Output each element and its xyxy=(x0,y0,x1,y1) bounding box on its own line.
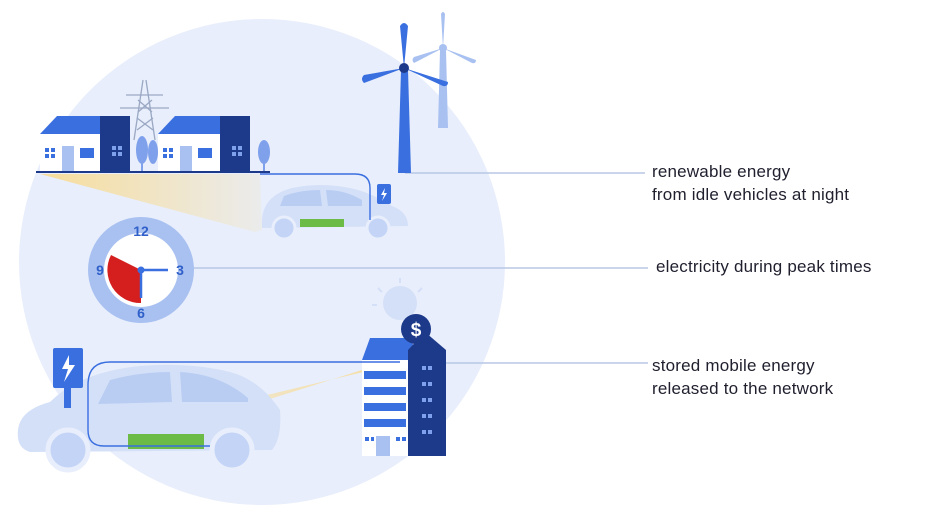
car-icon xyxy=(260,173,408,241)
label-renewable-line1: renewable energy xyxy=(652,162,791,181)
clock-label-6: 6 xyxy=(137,305,145,321)
connector-lines xyxy=(145,172,648,364)
house-icon xyxy=(36,116,270,173)
car-icon xyxy=(17,361,400,473)
svg-text:$: $ xyxy=(411,320,422,341)
label-peak-line1: electricity during peak times xyxy=(656,257,872,276)
label-stored: stored mobile energy released to the net… xyxy=(652,354,833,400)
building-icon xyxy=(362,332,446,456)
label-renewable: renewable energy from idle vehicles at n… xyxy=(652,160,849,206)
clock-label-12: 12 xyxy=(133,223,149,239)
clock-icon: 12 3 6 9 xyxy=(88,217,194,323)
battery-indicator xyxy=(300,219,344,227)
peak-time-sector xyxy=(107,255,141,304)
power-pylon-icon xyxy=(120,79,169,141)
battery-indicator xyxy=(128,434,204,449)
label-peak: electricity during peak times xyxy=(656,255,872,278)
tree-icon xyxy=(136,136,148,164)
dollar-icon: $ xyxy=(401,314,431,344)
energy-beam-night xyxy=(40,174,262,232)
wind-turbine-icon xyxy=(362,12,476,173)
charger-icon xyxy=(53,348,83,408)
label-stored-line1: stored mobile energy xyxy=(652,356,815,375)
light-bulb-icon xyxy=(372,278,423,320)
charger-icon xyxy=(377,184,391,204)
label-renewable-line2: from idle vehicles at night xyxy=(652,185,850,204)
clock-label-3: 3 xyxy=(176,262,184,278)
label-stored-line2: released to the network xyxy=(652,379,834,398)
clock-label-9: 9 xyxy=(96,262,104,278)
